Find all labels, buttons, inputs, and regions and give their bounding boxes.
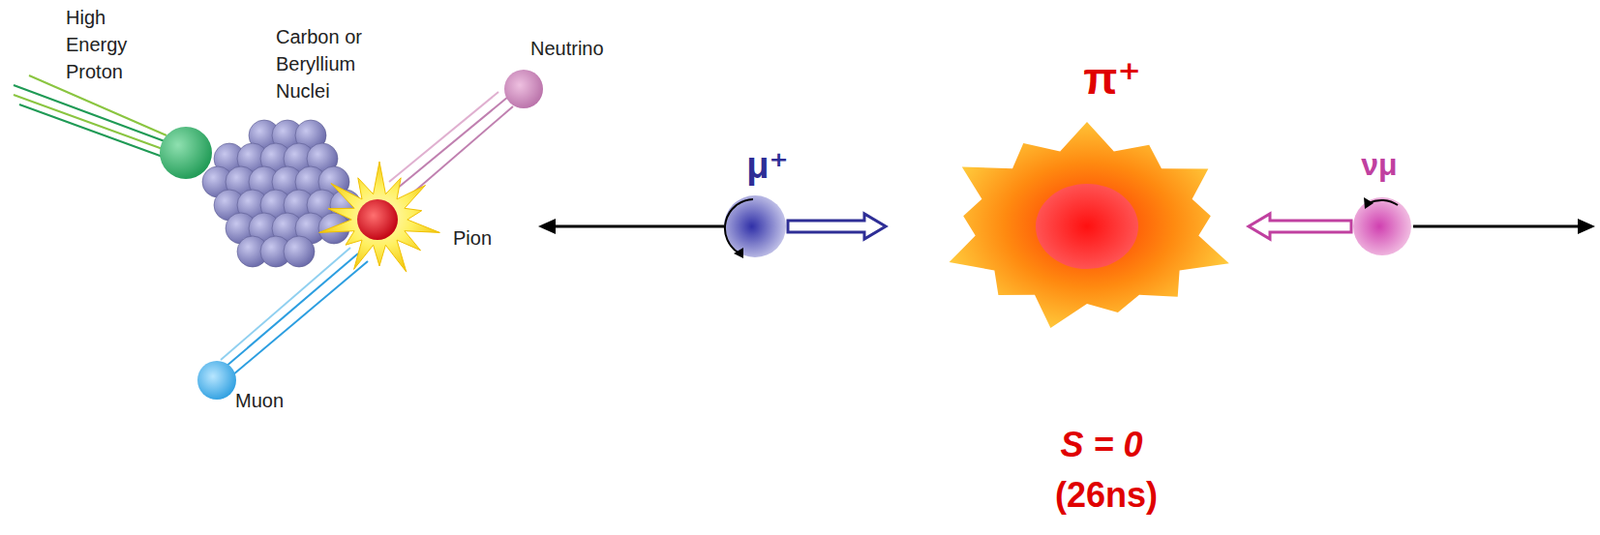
part-name: Muon xyxy=(235,387,313,415)
spin-arc xyxy=(1368,200,1398,206)
spin-arrow xyxy=(787,213,886,240)
nucleon xyxy=(283,236,315,268)
neutrino-trail xyxy=(389,91,514,199)
starburst xyxy=(949,121,1230,329)
pion-ball xyxy=(357,199,398,241)
pion-core xyxy=(1035,183,1139,270)
particle-symbol: π⁺ xyxy=(1083,53,1142,105)
spin-arc xyxy=(724,199,754,254)
spin-arrow xyxy=(1248,213,1352,240)
part-name: Pion xyxy=(452,224,512,252)
part-name: Carbon or Beryllium Nuclei xyxy=(275,23,391,105)
particle-symbol: μ⁺ xyxy=(746,145,788,188)
proton-trail xyxy=(13,75,167,157)
particle-sphere: νμ xyxy=(1351,145,1414,262)
muon-trail xyxy=(220,247,368,376)
part-name: High Energy Proton xyxy=(65,3,144,86)
particle-sphere: μ⁺ xyxy=(724,145,788,262)
nucleus-cluster xyxy=(202,120,362,268)
muon-ball xyxy=(197,361,237,400)
node-shape xyxy=(885,53,1249,359)
explosion xyxy=(319,161,441,272)
neutrino-sphere xyxy=(1353,197,1412,256)
decay-property: (26ns) xyxy=(1055,474,1158,516)
spin-arrowhead xyxy=(1363,197,1374,210)
proton-ball xyxy=(159,126,212,180)
spin-arrowhead xyxy=(733,247,744,259)
muon-sphere xyxy=(724,195,786,258)
part-name: Neutrino xyxy=(530,34,637,62)
neutrino-ball xyxy=(504,69,544,109)
particle-symbol: νμ xyxy=(1360,147,1397,183)
decay-starburst: π⁺ xyxy=(885,53,1249,359)
decay-property: S = 0 xyxy=(1059,423,1143,466)
